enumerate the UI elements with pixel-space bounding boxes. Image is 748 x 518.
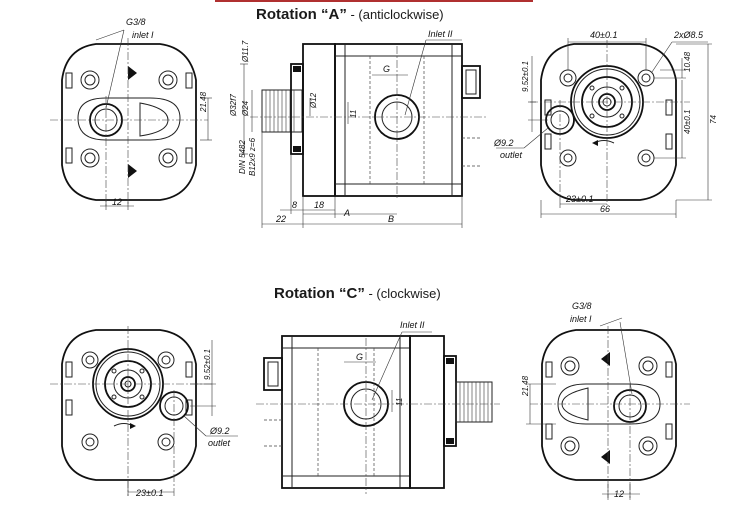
dim-d9-2-2: Ø9.2	[209, 426, 230, 436]
dim-22: 22	[275, 214, 286, 224]
inlet-i-label-1: inlet I	[132, 30, 154, 40]
inlet-i-label-2: inlet I	[570, 314, 592, 324]
dim-8: 8	[292, 200, 297, 210]
dim-23-1: 23±0.1	[565, 194, 593, 204]
dim-74: 74	[709, 115, 718, 124]
g-label-2: G	[356, 352, 363, 362]
dim-23-2: 23±0.1	[135, 488, 163, 498]
view-c-rear: 9.52±0.1 Ø9.2 outlet 23±0.1	[50, 326, 238, 498]
rotation-c-title: Rotation “C” - (clockwise)	[274, 285, 441, 302]
dim-b: B	[388, 214, 394, 224]
g-label-1: G	[383, 64, 390, 74]
g38-label-2: G3/8	[572, 301, 592, 311]
view-c-front: G3/8 inlet I 21.48 12	[521, 301, 690, 500]
dim-d12: Ø12	[309, 92, 318, 109]
dim-40-v: 40±0.1	[683, 110, 692, 134]
dim-11-2: 11	[395, 398, 404, 406]
rotation-a-title: Rotation “A” - (anticlockwise)	[256, 6, 444, 23]
inlet-ii-label-1: Inlet II	[428, 29, 453, 39]
dim-40-h: 40±0.1	[590, 30, 617, 40]
view-c-side: G Inlet II 11	[256, 320, 500, 494]
din-5482-label: DIN 5482	[238, 140, 247, 174]
dim-12-1: 12	[112, 197, 122, 207]
dim-d32f7: Ø32f7	[229, 94, 238, 117]
dim-21-48-2: 21.48	[521, 375, 530, 397]
dim-d9-2-1: Ø9.2	[493, 138, 514, 148]
view-a-rear: 40±0.1 2xØ8.5 10.48 9.52±0.1 40±0.1 74 Ø…	[493, 30, 718, 218]
dim-12-2: 12	[614, 489, 624, 499]
dim-a: A	[343, 208, 350, 218]
dim-21-48-1: 21.48	[199, 91, 208, 113]
g38-label-1: G3/8	[126, 17, 146, 27]
dim-9-52-2: 9.52±0.1	[203, 349, 212, 380]
outlet-label-2: outlet	[208, 438, 231, 448]
dim-18: 18	[314, 200, 324, 210]
dim-10-48: 10.48	[683, 51, 692, 72]
inlet-ii-label-2: Inlet II	[400, 320, 425, 330]
outlet-label-1: outlet	[500, 150, 523, 160]
dim-66: 66	[600, 204, 610, 214]
view-a-front: G3/8 inlet I 21.48 12	[50, 17, 212, 210]
header-accent-line	[215, 0, 533, 2]
dim-11-1: 11	[349, 110, 358, 118]
spline-spec-label: B12x9 z=6	[248, 137, 257, 176]
dim-2x-d8-5: 2xØ8.5	[673, 30, 704, 40]
view-a-side: G Inlet II 11 Ø11.7 Ø32f7 Ø24 Ø12 DIN 54…	[229, 29, 488, 228]
dim-d24: Ø24	[241, 100, 250, 117]
dim-d11-7: Ø11.7	[241, 40, 250, 63]
dim-9-52-1: 9.52±0.1	[521, 61, 530, 92]
